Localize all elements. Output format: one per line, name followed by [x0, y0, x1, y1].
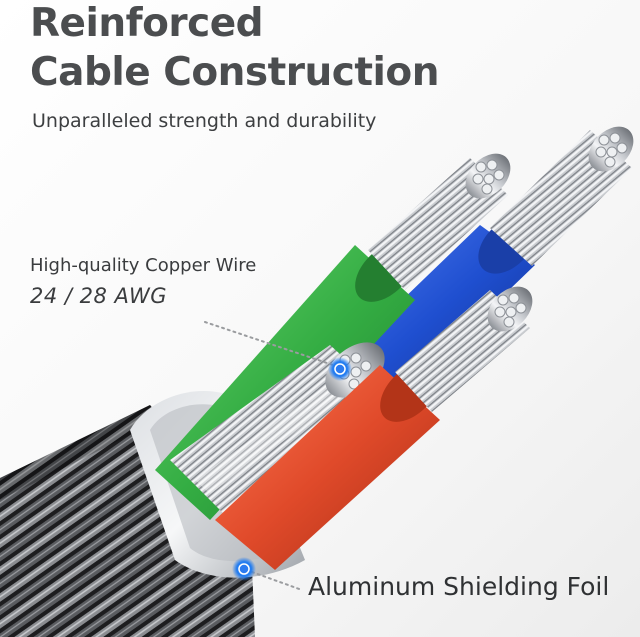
copper-wire-label: High-quality Copper Wire	[30, 255, 257, 276]
blue-wire	[345, 126, 634, 395]
headline-line-2: Cable Construction	[30, 50, 439, 95]
wire-gauge-label: 24 / 28 AWG	[30, 284, 168, 308]
red-wire	[215, 286, 533, 570]
copper-wire-callout	[204, 321, 352, 381]
subtitle: Unparalleled strength and durability	[32, 110, 377, 132]
foil-callout	[232, 557, 303, 591]
headline-line-1: Reinforced	[30, 1, 264, 46]
bare-strand-bundle	[170, 342, 385, 515]
shielding-foil-label: Aluminum Shielding Foil	[308, 572, 610, 601]
